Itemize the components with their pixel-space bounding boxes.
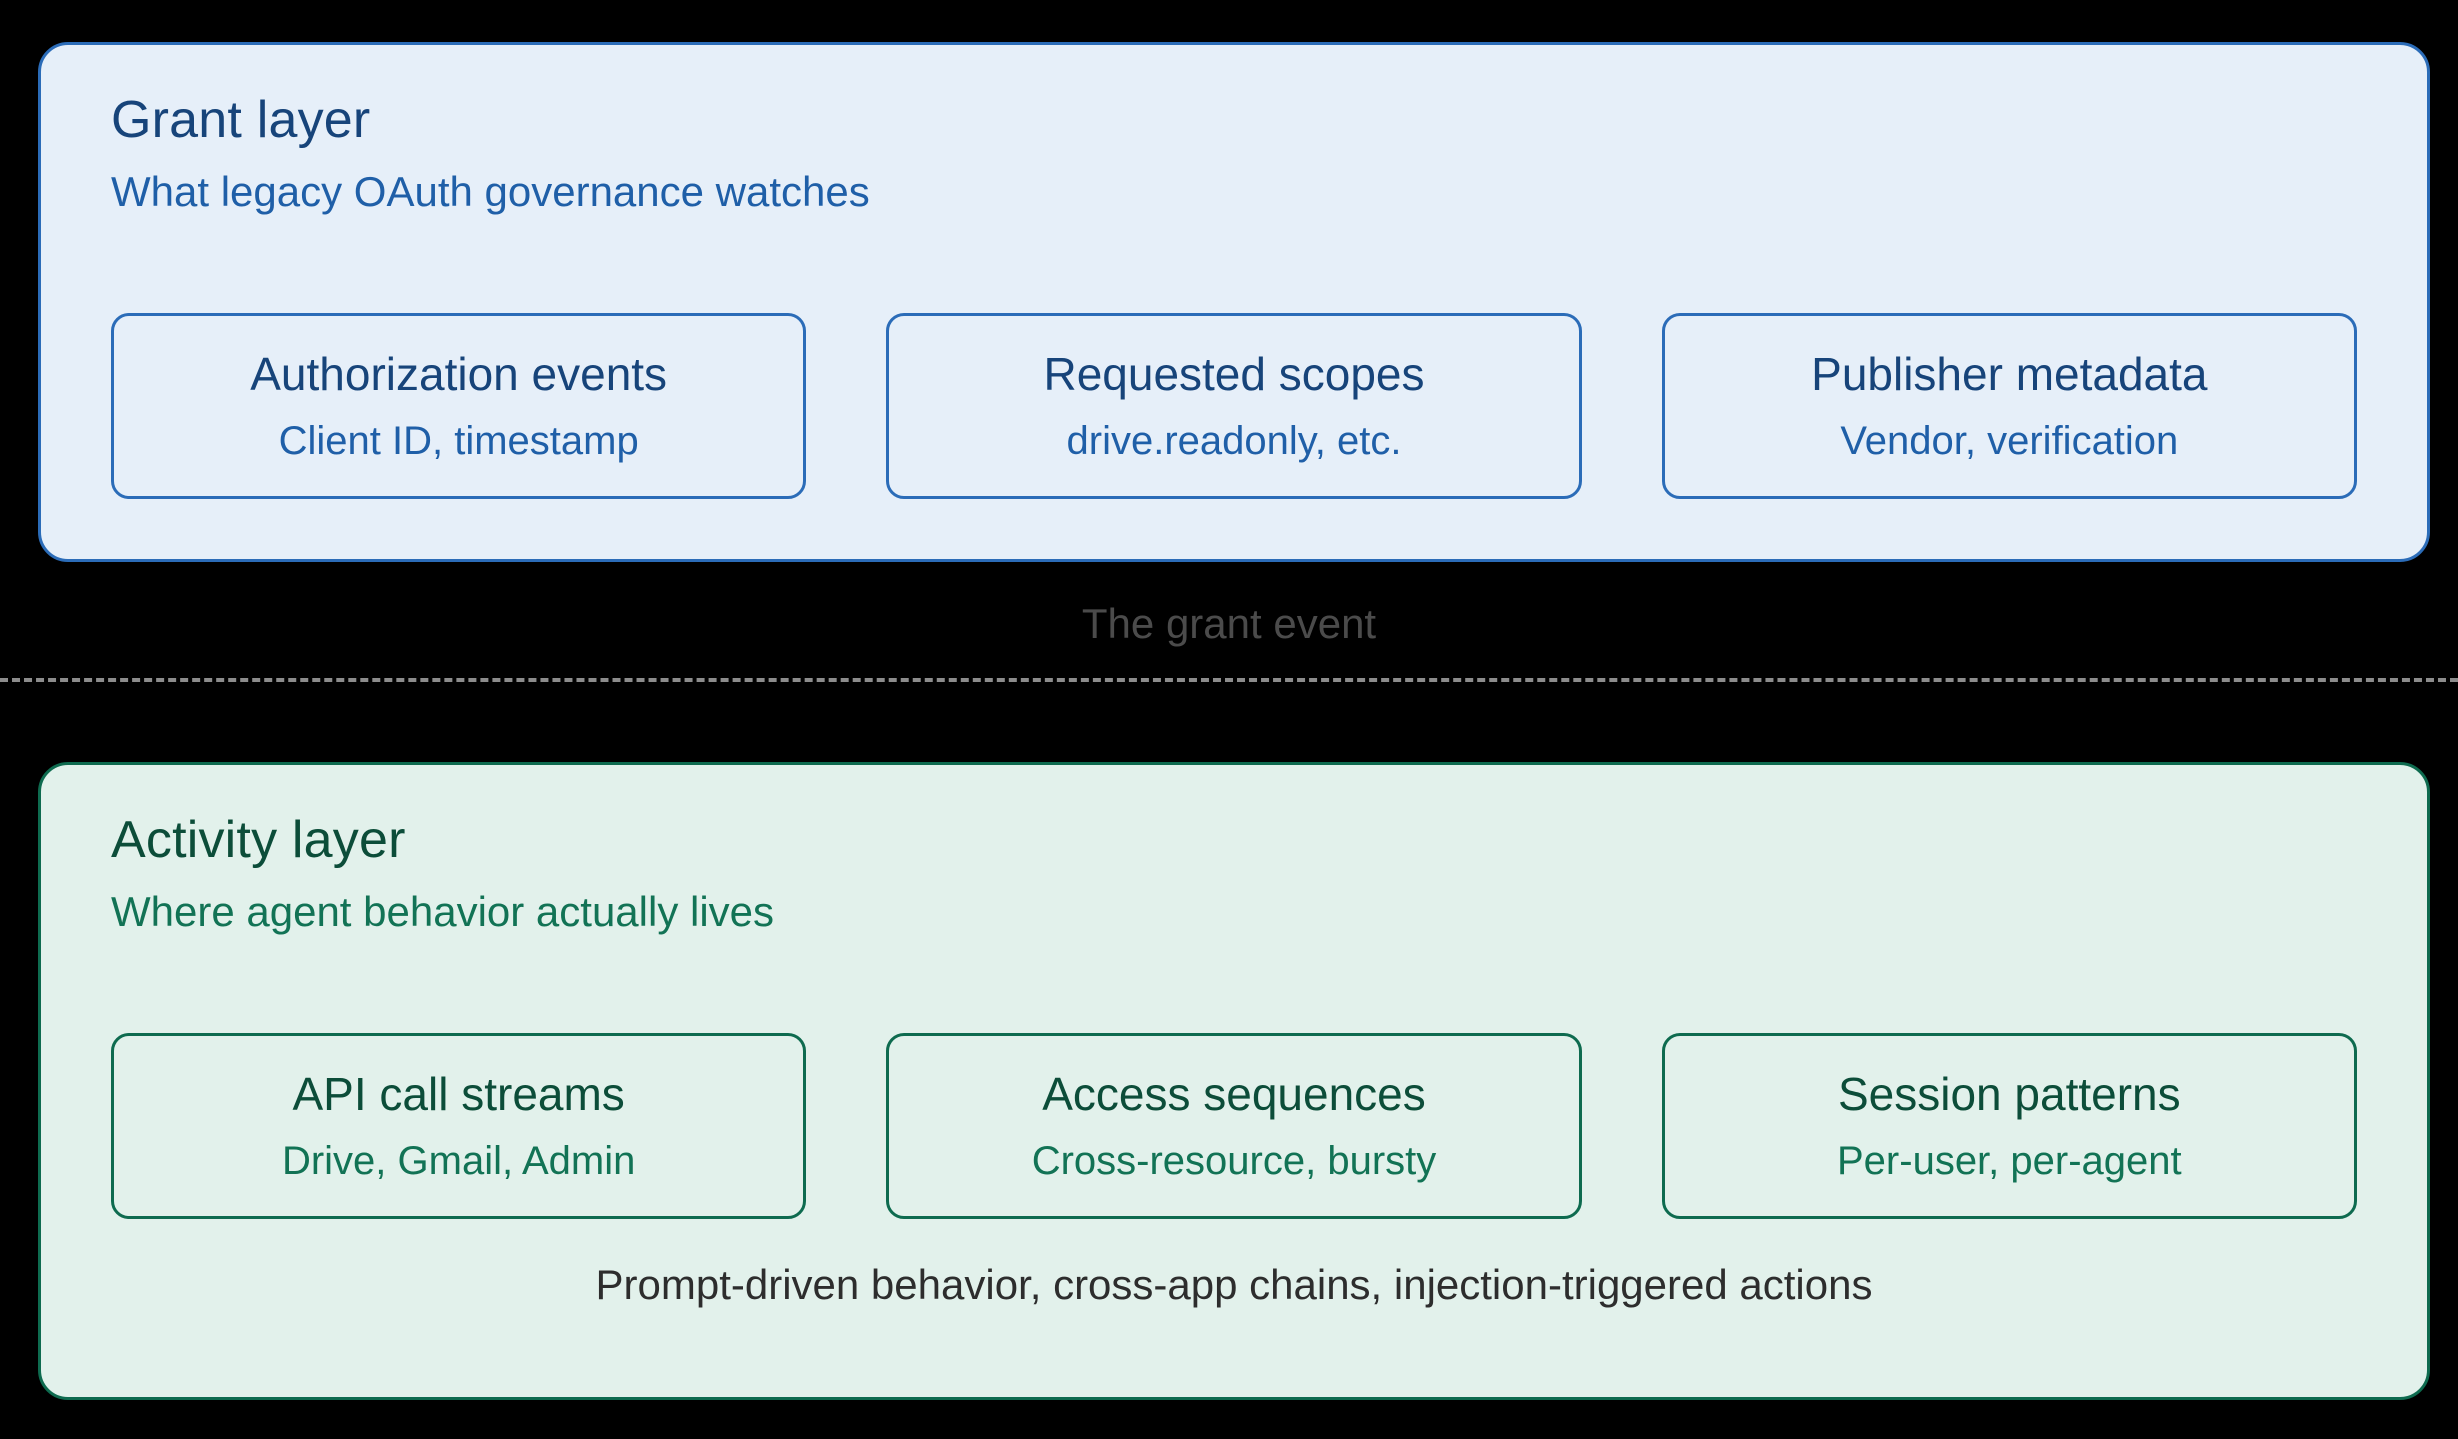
grant-event-divider: The grant event — [0, 600, 2458, 720]
activity-layer-title: Activity layer — [111, 811, 406, 869]
activity-layer-footnote: Prompt-driven behavior, cross-app chains… — [595, 1261, 1873, 1308]
grant-layer-panel: Grant layer What legacy OAuth governance… — [38, 42, 2430, 562]
activity-layer-card-row: API call streams Drive, Gmail, Admin Acc… — [111, 1033, 2357, 1219]
activity-layer-heading: Activity layer Where agent behavior actu… — [111, 813, 774, 934]
card-api-call-streams[interactable]: API call streams Drive, Gmail, Admin — [111, 1033, 807, 1219]
grant-layer-heading: Grant layer What legacy OAuth governance… — [111, 93, 870, 214]
grant-layer-subtitle: What legacy OAuth governance watches — [111, 167, 870, 215]
activity-layer-subtitle: Where agent behavior actually lives — [111, 887, 775, 935]
card-subtitle: Drive, Gmail, Admin — [281, 1139, 636, 1184]
card-title: Session patterns — [1837, 1067, 2181, 1120]
card-subtitle: drive.readonly, etc. — [1066, 419, 1402, 464]
card-access-sequences[interactable]: Access sequences Cross-resource, bursty — [886, 1033, 1582, 1219]
card-title: Publisher metadata — [1811, 347, 2208, 400]
card-title: Authorization events — [250, 347, 668, 400]
card-session-patterns[interactable]: Session patterns Per-user, per-agent — [1661, 1033, 2357, 1219]
card-subtitle: Vendor, verification — [1840, 419, 2179, 464]
card-title: Access sequences — [1042, 1067, 1426, 1120]
card-subtitle: Cross-resource, bursty — [1031, 1139, 1437, 1184]
card-publisher-metadata[interactable]: Publisher metadata Vendor, verification — [1661, 313, 2357, 499]
card-subtitle: Client ID, timestamp — [278, 419, 639, 464]
grant-layer-title: Grant layer — [111, 91, 371, 149]
activity-layer-panel: Activity layer Where agent behavior actu… — [38, 762, 2430, 1400]
card-authorization-events[interactable]: Authorization events Client ID, timestam… — [111, 313, 807, 499]
divider-label: The grant event — [1081, 600, 1377, 647]
card-subtitle: Per-user, per-agent — [1837, 1139, 2182, 1184]
card-title: API call streams — [292, 1067, 625, 1120]
card-title: Requested scopes — [1043, 347, 1425, 400]
grant-layer-card-row: Authorization events Client ID, timestam… — [111, 313, 2357, 499]
card-requested-scopes[interactable]: Requested scopes drive.readonly, etc. — [886, 313, 1582, 499]
divider-dashed-line — [0, 678, 2458, 682]
